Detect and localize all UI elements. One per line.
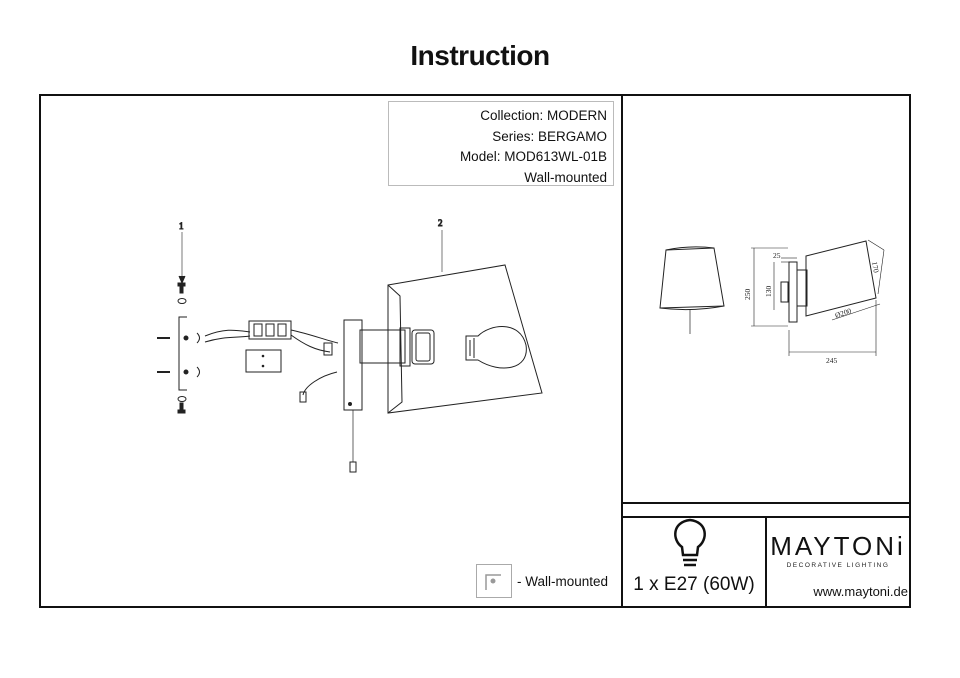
brand-name: MAYTONi [770,531,906,561]
website-link[interactable]: www.maytoni.de [813,584,908,599]
product-info-box: Collection: MODERN Series: BERGAMO Model… [388,101,614,186]
legend-icon-box [476,564,512,598]
divider-vertical [621,94,623,608]
collection-text: Collection: MODERN [480,108,607,123]
bulb-spec: 1 x E27 (60W) [633,574,755,595]
page-title: Instruction [410,40,550,71]
divider-vertical-2 [765,516,767,608]
part-label-1: 1 [179,221,184,231]
dimension-130: 130 [764,286,773,298]
dimension-245: 245 [826,356,838,365]
mounting-text: Wall-mounted [524,169,607,185]
series-text: Series: BERGAMO [492,128,607,144]
dimension-25: 25 [773,251,781,260]
wall-mount-icon [485,574,501,590]
dimension-250: 250 [743,289,752,301]
model-text: Model: MOD613WL-01B [459,149,607,164]
instruction-frame [39,94,911,608]
brand-logo: MAYTONi DECORATIVE LIGHTING [768,531,908,569]
light-bulb-icon [674,518,706,567]
divider-horizontal [621,502,911,504]
brand-tagline: DECORATIVE LIGHTING [786,562,890,569]
dimension-170: 170 [870,261,881,274]
legend-text: - Wall-mounted [517,574,609,589]
part-label-2: 2 [438,218,443,228]
